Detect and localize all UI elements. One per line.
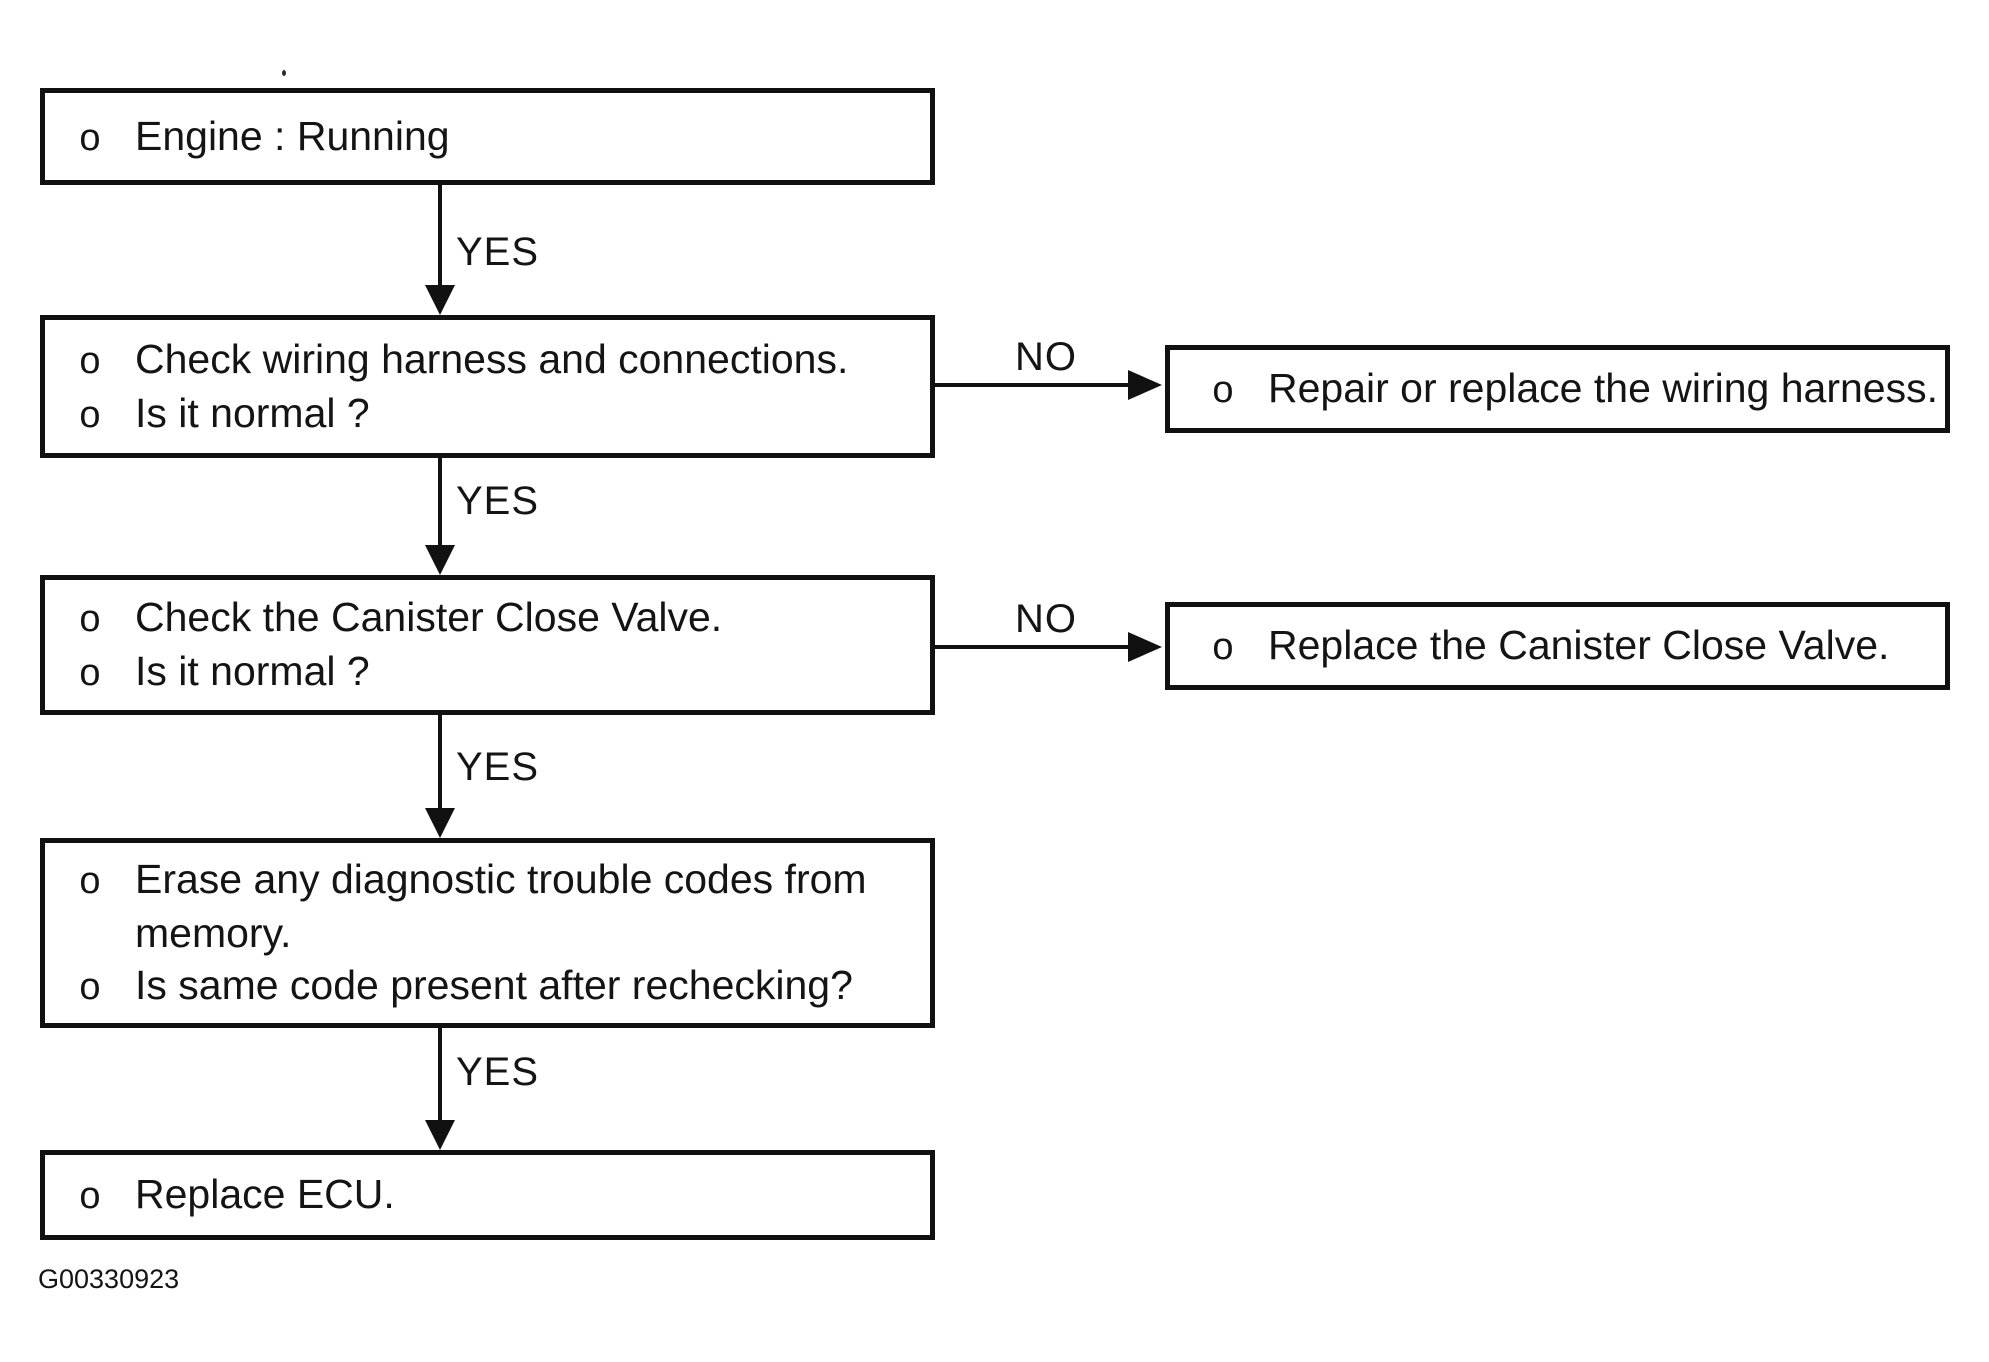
node-text: Is same code present after rechecking?: [135, 962, 853, 1008]
node-text: Replace ECU.: [135, 1171, 395, 1217]
arrow-yes-2-head: [425, 545, 455, 575]
node-line: o Replace the Canister Close Valve.: [1212, 619, 1933, 673]
node-replace-ecu: o Replace ECU.: [40, 1150, 935, 1240]
bullet-marker: o: [79, 860, 101, 902]
arrow-no-2-head: [1128, 632, 1162, 662]
arrow-yes-3-head: [425, 808, 455, 838]
bullet-marker: o: [1212, 369, 1234, 411]
node-line: o Engine : Running: [79, 110, 918, 164]
node-line: o Repair or replace the wiring harness.: [1212, 362, 1938, 416]
node-erase-trouble-codes: o Erase any diagnostic trouble codes fro…: [40, 838, 935, 1028]
node-line: o Is same code present after rechecking?: [79, 959, 918, 1013]
node-line: o Erase any diagnostic trouble codes fro…: [79, 853, 918, 907]
node-text: memory.: [135, 910, 292, 956]
node-check-canister-close-valve: o Check the Canister Close Valve. o Is i…: [40, 575, 935, 715]
node-text: Is it normal ?: [135, 648, 370, 694]
no-label-1: NO: [1015, 335, 1077, 379]
bullet-marker: o: [79, 598, 101, 640]
node-line: o Is it normal ?: [79, 387, 918, 441]
bullet-marker: o: [1212, 626, 1234, 668]
node-check-wiring-harness: o Check wiring harness and connections. …: [40, 315, 935, 458]
node-text: Check wiring harness and connections.: [135, 335, 849, 382]
node-text: Is it normal ?: [135, 389, 370, 436]
node-line: o Check the Canister Close Valve.: [79, 591, 918, 645]
bullet-marker: o: [79, 1175, 101, 1217]
yes-label-2: YES: [456, 479, 540, 523]
arrow-yes-1-head: [425, 285, 455, 315]
node-replace-canister-close-valve: o Replace the Canister Close Valve.: [1165, 602, 1950, 690]
yes-label-1: YES: [456, 230, 540, 274]
node-text: Check the Canister Close Valve.: [135, 594, 723, 640]
node-text: Erase any diagnostic trouble codes from: [135, 856, 867, 902]
figure-id-caption: G00330923: [38, 1264, 180, 1294]
scan-artifact-dot: [282, 70, 286, 76]
no-label-2: NO: [1015, 597, 1077, 641]
arrow-yes-4-head: [425, 1120, 455, 1150]
node-line: o Check wiring harness and connections.: [79, 333, 918, 387]
bullet-marker: o: [79, 966, 101, 1008]
arrow-yes-3-line: [438, 715, 442, 808]
node-engine-running: o Engine : Running: [40, 88, 935, 185]
node-line: o Is it normal ?: [79, 645, 918, 699]
node-text: Replace the Canister Close Valve.: [1268, 622, 1890, 668]
arrow-yes-4-line: [438, 1028, 442, 1120]
arrow-yes-2-line: [438, 458, 442, 545]
bullet-marker: o: [79, 652, 101, 694]
node-text: Repair or replace the wiring harness.: [1268, 365, 1938, 411]
arrow-no-2-line: [935, 645, 1131, 649]
bullet-marker: o: [79, 393, 101, 436]
arrow-yes-1-line: [438, 185, 442, 285]
yes-label-3: YES: [456, 745, 540, 789]
node-repair-wiring-harness: o Repair or replace the wiring harness.: [1165, 345, 1950, 433]
bullet-marker: o: [79, 339, 101, 382]
arrow-no-1-line: [935, 383, 1131, 387]
yes-label-4: YES: [456, 1050, 540, 1094]
bullet-marker: o: [79, 116, 101, 159]
node-line: memory.: [79, 907, 918, 959]
node-line: o Replace ECU.: [79, 1168, 918, 1222]
node-text: Engine : Running: [135, 112, 450, 159]
arrow-no-1-head: [1128, 370, 1162, 400]
